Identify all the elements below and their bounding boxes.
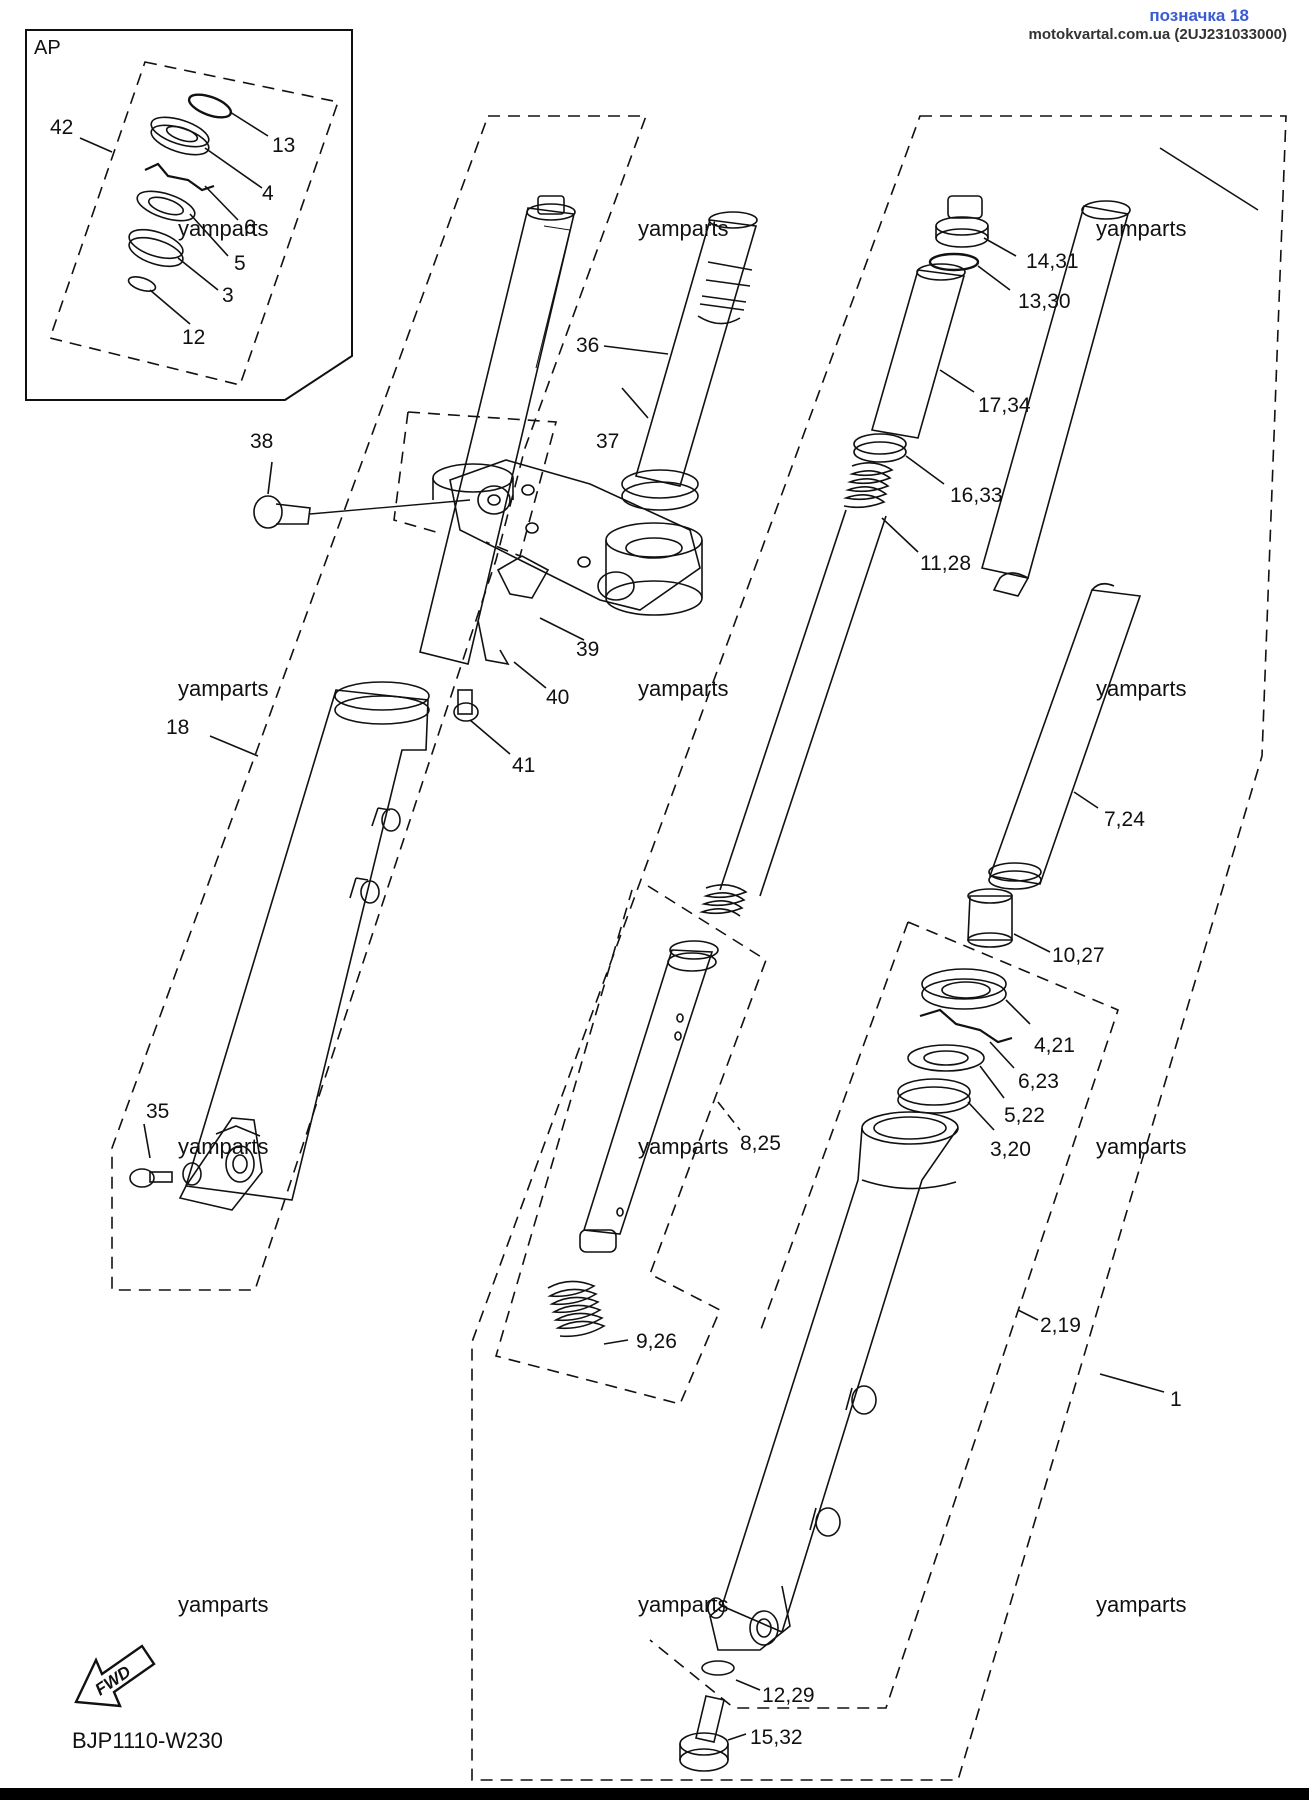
callout-40: 40 xyxy=(546,686,569,709)
callout-10-27: 10,27 xyxy=(1052,944,1105,967)
watermark: yamparts xyxy=(638,1592,728,1617)
watermark: yamparts xyxy=(1096,1134,1186,1159)
watermark: yamparts xyxy=(638,1134,728,1159)
watermarks: yamparts yamparts yamparts yamparts yamp… xyxy=(178,216,1186,1617)
source-label: motokvartal.com.ua (2UJ231033000) xyxy=(1028,26,1287,43)
callout-13-30: 13,30 xyxy=(1018,290,1071,313)
callout-35: 35 xyxy=(146,1100,169,1123)
bottom-border xyxy=(0,1788,1309,1800)
watermark: yamparts xyxy=(1096,1592,1186,1617)
callout-12-29: 12,29 xyxy=(762,1684,815,1707)
callout-8-25: 8,25 xyxy=(740,1132,781,1155)
watermark: yamparts xyxy=(178,676,268,701)
callout-13-inset: 13 xyxy=(272,134,295,157)
fwd-arrow-icon: FWD xyxy=(74,1644,156,1708)
right-callouts: 14,31 13,30 17,34 16,33 11,28 7,24 10,27… xyxy=(636,250,1182,1749)
ap-inset: AP xyxy=(25,29,353,401)
callout-3-20: 3,20 xyxy=(990,1138,1031,1161)
left-fork-assembly xyxy=(111,115,648,1291)
watermark: yamparts xyxy=(1096,676,1186,701)
callout-5-inset: 5 xyxy=(234,252,246,275)
callout-39: 39 xyxy=(576,638,599,661)
callout-7-24: 7,24 xyxy=(1104,808,1145,831)
callout-4-inset: 4 xyxy=(262,182,274,205)
diagram-code: BJP1110-W230 xyxy=(72,1728,223,1753)
inset-callouts: 42 13 4 6 5 3 12 xyxy=(50,116,295,349)
watermark: yamparts xyxy=(178,1134,268,1159)
watermark: yamparts xyxy=(178,1592,268,1617)
watermark: yamparts xyxy=(638,676,728,701)
right-fork-assembly xyxy=(471,115,1287,1781)
callout-5-22: 5,22 xyxy=(1004,1104,1045,1127)
callout-36: 36 xyxy=(576,334,599,357)
callout-4-21: 4,21 xyxy=(1034,1034,1075,1057)
callout-17-34: 17,34 xyxy=(978,394,1031,417)
inset-label: AP xyxy=(34,37,61,59)
callout-37: 37 xyxy=(596,430,619,453)
callout-3-inset: 3 xyxy=(222,284,234,307)
callout-42: 42 xyxy=(50,116,73,139)
steering-stem xyxy=(209,211,758,757)
callout-15-32: 15,32 xyxy=(750,1726,803,1749)
callout-14-31: 14,31 xyxy=(1026,250,1079,273)
callout-2-19: 2,19 xyxy=(1040,1314,1081,1337)
callout-1: 1 xyxy=(1170,1388,1182,1411)
header-link[interactable]: позначка 18 xyxy=(1149,6,1249,25)
callout-38: 38 xyxy=(250,430,273,453)
watermark: yamparts xyxy=(1096,216,1186,241)
watermark: yamparts xyxy=(178,216,268,241)
callout-11-28: 11,28 xyxy=(920,552,971,575)
callout-9-26: 9,26 xyxy=(636,1330,677,1353)
callout-6-inset: 6 xyxy=(244,216,256,239)
left-callouts: 38 36 37 39 40 41 18 35 xyxy=(146,334,619,1123)
watermark: yamparts xyxy=(638,216,728,241)
callout-16-33: 16,33 xyxy=(950,484,1003,507)
callout-6-23: 6,23 xyxy=(1018,1070,1059,1093)
callout-12-inset: 12 xyxy=(182,326,205,349)
callout-41: 41 xyxy=(512,754,535,777)
callout-18: 18 xyxy=(166,716,189,739)
